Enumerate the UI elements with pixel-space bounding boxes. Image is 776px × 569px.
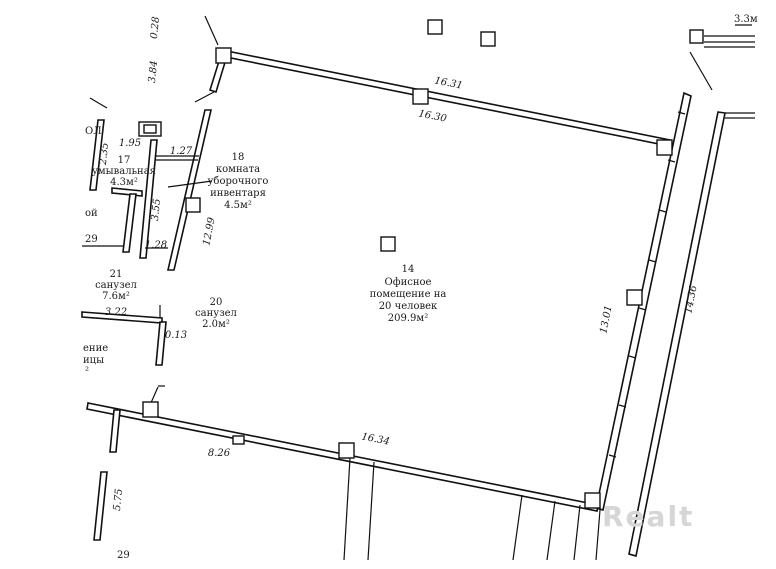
room-18-number: 18 (232, 152, 245, 163)
room-17-area: 4.3м² (110, 177, 138, 188)
dim-5-75: 5.75 (112, 488, 125, 511)
room-14-line-3: 20 человек (379, 301, 438, 312)
wall-right-outer (628, 111, 726, 558)
dim-3-84: 3.84 (147, 60, 160, 83)
room-20-line-1: санузел (195, 308, 237, 319)
window-ticks (608, 111, 686, 458)
wall-partition-18-right (166, 109, 213, 271)
wall-bottom-left (93, 471, 108, 541)
dim-16-31: 16.31 (433, 75, 463, 91)
room-17-line-1: умывальная (92, 166, 156, 177)
room-20-number: 20 (210, 297, 223, 308)
watermark-logo: Realt (602, 500, 694, 533)
fragment-left-3: 29 (85, 234, 98, 245)
fragment-left-5: ицы (83, 355, 104, 366)
wall-lower-left (109, 409, 121, 453)
room-18-area: 4.5м² (224, 200, 252, 211)
dim-16-30: 16.30 (417, 108, 448, 125)
room-14-number: 14 (402, 264, 415, 275)
dim-13-01: 13.01 (598, 304, 614, 334)
room-21-number: 21 (110, 269, 123, 280)
dim-0-28: 0.28 (149, 16, 162, 39)
wall-room17-stub (122, 193, 137, 253)
room-18-line-1: комната (216, 164, 260, 175)
fragment-bottom: 29 (117, 550, 130, 561)
room-21-area: 7.6м² (102, 291, 130, 302)
fragment-left-6: ² (85, 366, 89, 377)
dim-1-28: 1.28 (145, 240, 167, 251)
room-14-line-1: Офисное (385, 277, 432, 288)
fragment-left-1: ОЛ (85, 126, 102, 137)
room-18-leader (167, 180, 213, 188)
wall-room20-right (155, 321, 167, 366)
dim-0-13: 0.13 (165, 330, 187, 341)
wall-top (220, 49, 671, 147)
wall-room17-bottom (111, 187, 143, 197)
dim-3-22: 3.22 (105, 307, 127, 318)
fragment-left-4: ение (83, 343, 108, 354)
dim-1-95: 1.95 (119, 138, 141, 149)
columns (142, 19, 704, 509)
dim-8-26: 8.26 (208, 448, 231, 459)
room-20-area: 2.0м² (202, 319, 230, 330)
dim-2-35: 2.35 (98, 142, 111, 166)
room-18-line-3: инвентаря (210, 188, 266, 199)
room-21-line-1: санузел (95, 280, 137, 291)
wall-room17-left (89, 119, 105, 191)
dim-3-55: 3.55 (150, 198, 163, 221)
room-18-line-2: уборочного (208, 176, 269, 187)
wall-partition-18-left (139, 139, 158, 259)
dim-12-99: 12.99 (201, 216, 217, 247)
wall-right-inner (595, 91, 692, 512)
fragment-top-right: 3.3м (734, 14, 758, 25)
dim-1-27: 1.27 (170, 146, 193, 157)
fragment-left-2: ой (85, 208, 98, 219)
dim-14-36: 14.36 (683, 284, 699, 315)
room-14-area: 209.9м² (388, 313, 428, 324)
room-14-line-2: помещение на (370, 289, 447, 300)
room-17-number: 17 (118, 155, 131, 166)
corridor-lines (343, 457, 601, 561)
dim-16-34: 16.34 (360, 431, 390, 447)
